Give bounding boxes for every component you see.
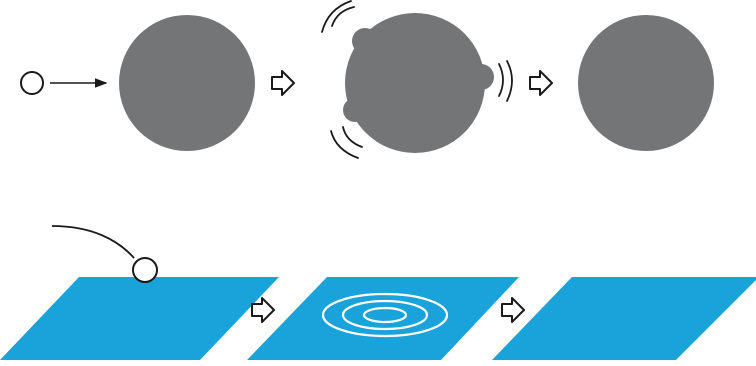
sphere-after <box>578 15 714 151</box>
sphere-vibrating <box>343 13 494 153</box>
row-water-impact <box>0 226 756 360</box>
step-arrow-icon <box>502 298 524 322</box>
ball-trajectory <box>52 226 134 258</box>
sphere-before <box>119 15 255 151</box>
step-arrow-icon <box>272 71 294 95</box>
plane-before <box>0 277 279 360</box>
plane-rippling <box>247 277 519 360</box>
falling-ball <box>133 258 157 282</box>
step-arrow-icon <box>530 71 552 95</box>
plane-after <box>492 277 756 360</box>
row-sphere-impact <box>21 1 714 158</box>
small-ball <box>21 72 43 94</box>
